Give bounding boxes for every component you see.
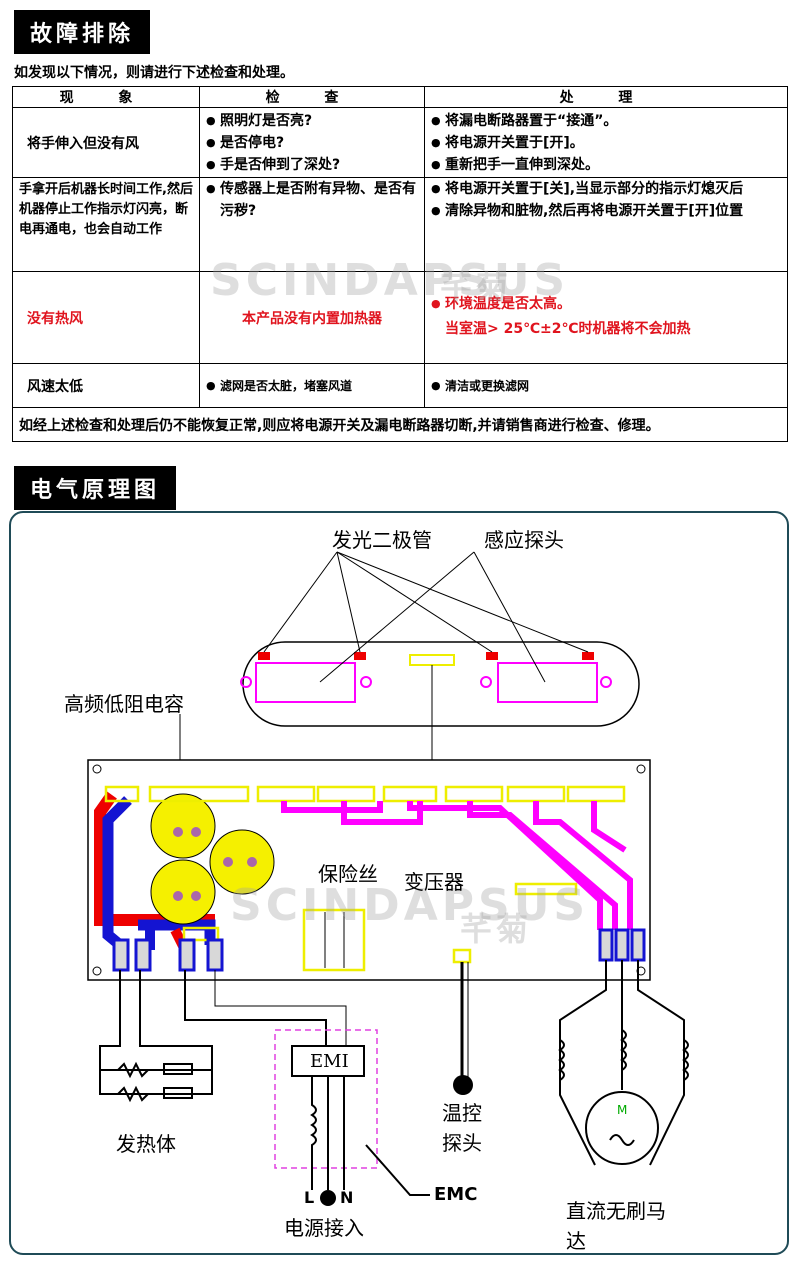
label-emi: EMI — [310, 1051, 349, 1072]
table-row: 没有热风 本产品没有内置加热器 环境温度是否太高。 当室温> 25℃±2℃时机器… — [12, 271, 788, 364]
sensor-left — [255, 662, 356, 703]
action-item: 清洁或更换滤网 — [431, 375, 781, 397]
power-plug-icon — [320, 1190, 336, 1206]
check-item: 照明灯是否亮? — [206, 110, 418, 132]
check-item: 滤网是否太脏，堵塞风道 — [206, 378, 418, 394]
table-footer-row: 如经上述检查和处理后仍不能恢复正常,则应将电源开关及漏电断路器切断,并请销售商进… — [12, 407, 788, 442]
temp-probe-icon — [453, 1075, 473, 1095]
header-action: 处 理 — [424, 86, 788, 108]
label-led: 发光二极管 — [332, 528, 432, 552]
action-item: 将漏电断路器置于“接通”。 — [431, 110, 781, 132]
capacitors — [150, 793, 275, 925]
troubleshooting-title: 故障排除 — [14, 10, 151, 54]
action-item: 将电源开关置于[关],当显示部分的指示灯熄灭后 — [431, 178, 781, 200]
watermark-brand-cn: 芊菊 — [460, 910, 533, 948]
symptom-cell: 将手伸入但没有风 — [12, 107, 200, 178]
action-item: 清除异物和脏物,然后再将电源开关置于[开]位置 — [431, 200, 781, 222]
intro-text: 如发现以下情况，则请进行下述检查和处理。 — [14, 65, 294, 81]
label-sensor: 感应探头 — [484, 528, 564, 552]
label-heater: 发热体 — [116, 1132, 176, 1156]
footer-note: 如经上述检查和处理后仍不能恢复正常,则应将电源开关及漏电断路器切断,并请销售商进… — [12, 407, 788, 442]
action-item: 环境温度是否太高。 — [431, 293, 781, 315]
label-temp-probe: 温控探头 — [442, 1101, 482, 1155]
watermark-brand-cn: 芊菊 — [440, 268, 513, 306]
label-emc: EMC — [434, 1184, 478, 1205]
troubleshooting-table: 现 象 检 查 处 理 将手伸入但没有风 照明灯是否亮? 是否停电? 手是否伸到… — [12, 86, 788, 442]
terminal-l: L — [304, 1188, 315, 1207]
label-capacitor: 高频低阻电容 — [64, 692, 184, 716]
motor-wiring — [558, 960, 689, 1166]
check-note: 本产品没有内置加热器 — [199, 271, 425, 364]
action-item: 重新把手一直伸到深处。 — [431, 154, 781, 176]
label-power-in: 电源接入 — [284, 1216, 364, 1240]
label-motor: 直流无刷马达 — [566, 1199, 666, 1253]
led-pads — [258, 652, 594, 660]
terminal-n: N — [340, 1188, 354, 1207]
motor-icon — [585, 1091, 659, 1165]
motor-symbol: M — [617, 1103, 628, 1117]
heater-wiring — [99, 970, 327, 1103]
watermark-brand: SCINDAPSUS — [230, 880, 590, 931]
watermark-brand: SCINDAPSUS — [210, 255, 570, 306]
table-header-row: 现 象 检 查 处 理 — [12, 86, 788, 108]
action-note: 当室温> 25℃±2℃时机器将不会加热 — [445, 320, 691, 337]
diagram-frame — [9, 511, 789, 1255]
emc-boundary — [274, 1029, 378, 1169]
table-row: 手拿开后机器长时间工作,然后机器停止工作指示灯闪亮，断电再通电，也会自动工作 传… — [12, 177, 788, 272]
action-item: 将电源开关置于[开]。 — [431, 132, 781, 154]
symptom-cell: 手拿开后机器长时间工作,然后机器停止工作指示灯闪亮，断电再通电，也会自动工作 — [12, 177, 200, 272]
label-transformer: 变压器 — [404, 870, 464, 894]
check-item: 手是否伸到了深处? — [206, 154, 418, 176]
check-item: 是否停电? — [206, 132, 418, 154]
label-fuse: 保险丝 — [318, 862, 378, 886]
check-item: 传感器上是否附有异物、是否有污秽? — [206, 178, 418, 222]
diagram-title: 电气原理图 — [14, 466, 177, 510]
sensor-right — [497, 662, 598, 703]
